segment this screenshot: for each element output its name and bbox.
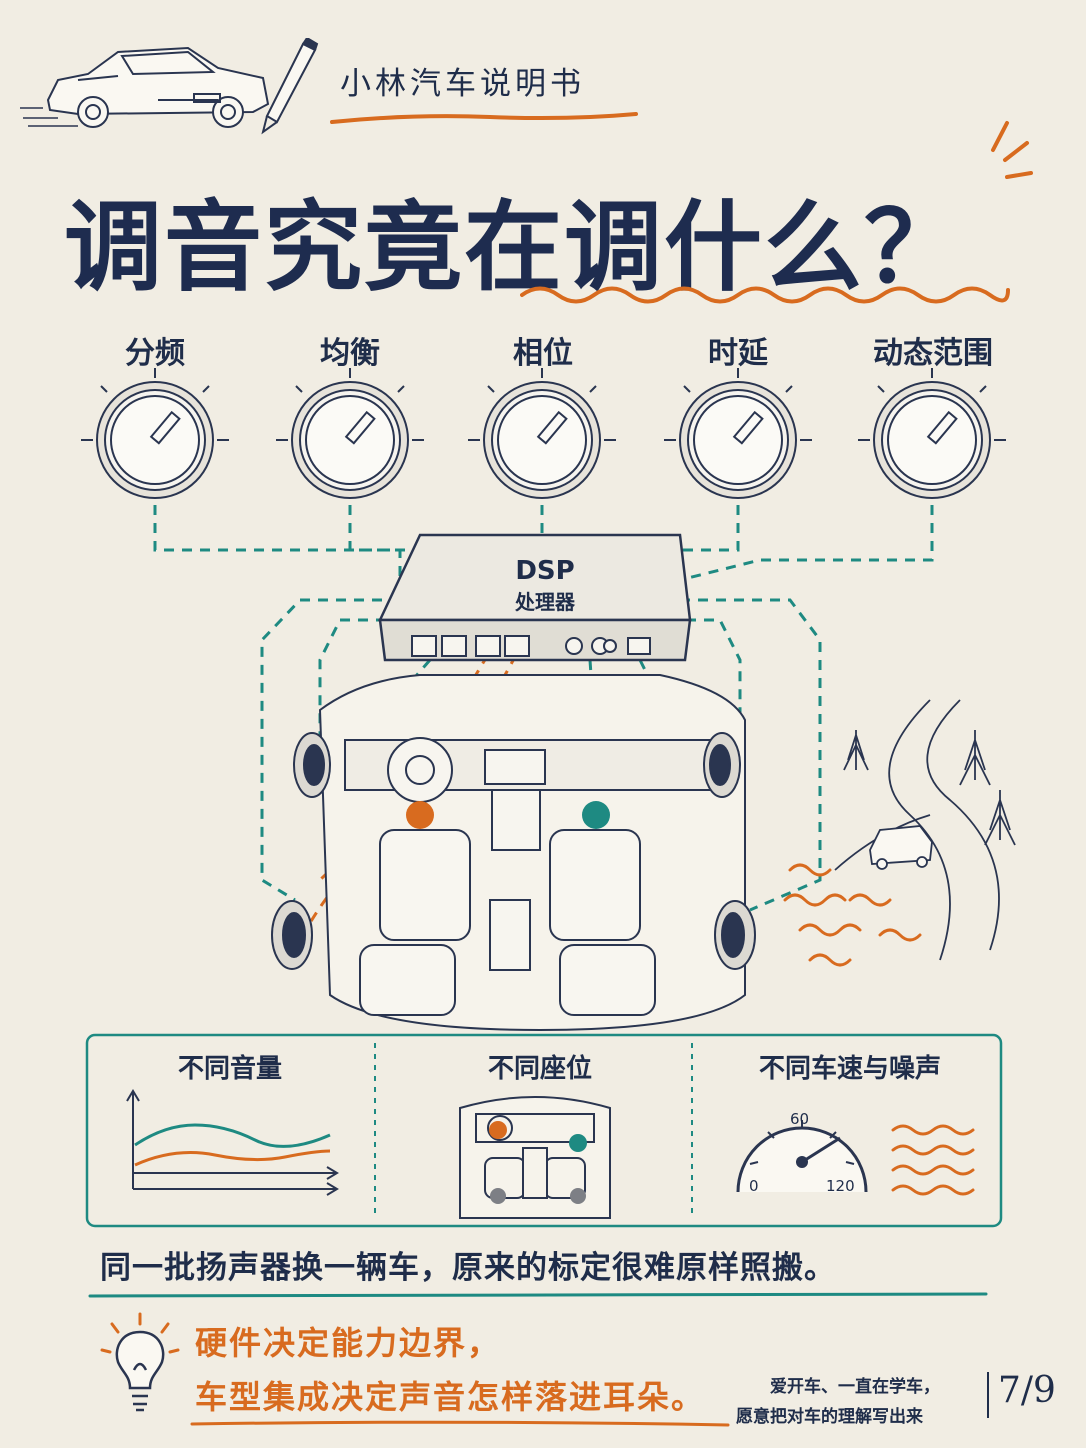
caption-underline	[88, 1292, 988, 1298]
tip-line-1: 硬件决定能力边界，	[195, 1324, 502, 1362]
speaker-front-right	[703, 732, 741, 798]
knob-label-crossover: 分频	[125, 336, 185, 371]
volume-curves-icon	[126, 1089, 339, 1196]
page-title: 调音究竟在调什么？	[64, 190, 965, 305]
signature-line-2: 愿意把对车的理解写出来	[736, 1407, 923, 1427]
knob-dynamic-range[interactable]	[857, 367, 1007, 499]
caption: 同一批扬声器换一辆车，原来的标定很难原样照搬。	[100, 1250, 836, 1286]
speaker-rear-right	[714, 900, 756, 970]
panel-title-speed: 不同车速与噪声	[758, 1054, 941, 1084]
speed-tick-120: 120	[826, 1177, 855, 1195]
car-interior-sketch	[318, 674, 746, 1032]
seat-positions-icon	[459, 1096, 611, 1219]
tuning-diagram	[80, 367, 1016, 1032]
knob-label-delay: 时延	[708, 336, 768, 371]
knob-label-eq: 均衡	[320, 336, 380, 371]
noise-lines-icon	[891, 1124, 975, 1196]
dsp-processor[interactable]	[378, 533, 692, 662]
driver-listening-point	[406, 801, 434, 829]
signature-line-1: 爱开车、一直在学车，	[770, 1377, 940, 1397]
page-number: 7/9	[998, 1370, 1056, 1411]
knob-delay[interactable]	[663, 367, 813, 499]
emphasis-marks-icon	[991, 121, 1033, 179]
dsp-subtitle: 处理器	[515, 590, 575, 614]
noise-waves-icon	[783, 863, 922, 967]
tip-line-2: 车型集成决定声音怎样落进耳朵。	[195, 1378, 706, 1416]
comparison-panel	[85, 1033, 1003, 1228]
speaker-front-left	[293, 732, 331, 798]
car-sketch-icon	[20, 46, 270, 128]
knob-crossover[interactable]	[80, 367, 230, 499]
road-scene	[834, 699, 1016, 961]
page-divider	[987, 1372, 989, 1418]
series-name: 小林汽车说明书	[340, 66, 585, 102]
panel-title-volume: 不同音量	[177, 1054, 282, 1084]
passenger-listening-point	[582, 801, 610, 829]
panel-title-seat: 不同座位	[487, 1054, 592, 1084]
speed-tick-0: 0	[749, 1177, 759, 1195]
tip-underline	[190, 1420, 730, 1427]
knob-label-dynamic-range: 动态范围	[873, 336, 993, 371]
knob-label-phase: 相位	[513, 336, 573, 371]
speed-tick-60: 60	[790, 1110, 810, 1128]
speedometer-icon	[736, 1120, 868, 1193]
lightbulb-icon	[100, 1312, 180, 1412]
knob-phase[interactable]	[467, 367, 617, 499]
pen-icon	[261, 38, 319, 135]
title-wave-underline	[520, 286, 1010, 304]
knob-eq[interactable]	[275, 367, 425, 499]
dsp-title: DSP	[515, 556, 575, 586]
speaker-rear-left	[271, 900, 313, 970]
speakers	[271, 732, 756, 970]
series-underline	[330, 112, 638, 124]
